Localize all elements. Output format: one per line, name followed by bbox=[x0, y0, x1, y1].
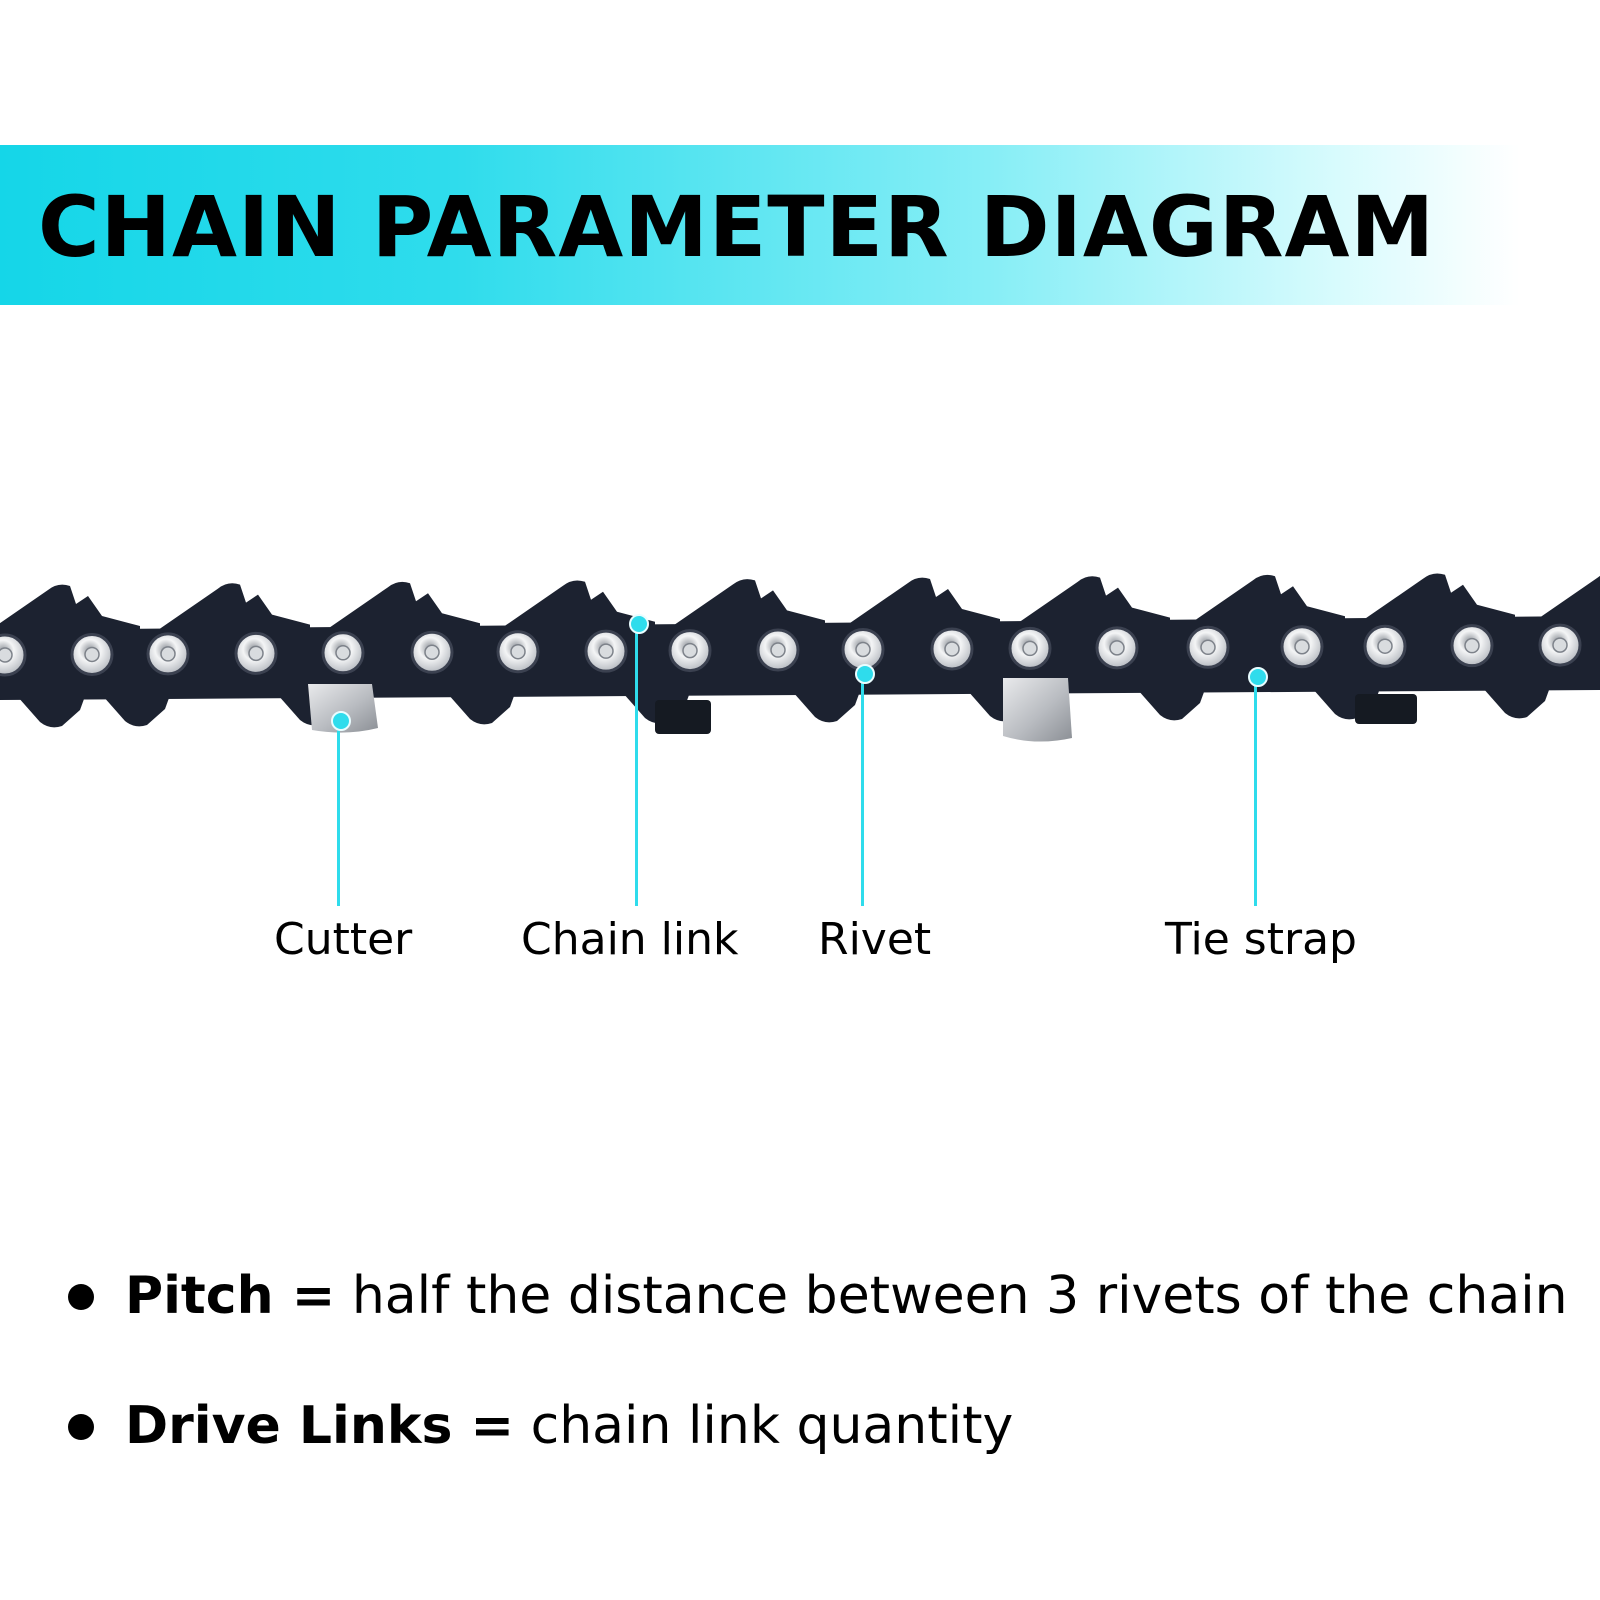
chain-link-callout-line bbox=[635, 622, 638, 906]
chain-tooth bbox=[1365, 573, 1515, 629]
rivet-center bbox=[598, 643, 614, 659]
pitch-definition: Pitch = half the distance between 3 rive… bbox=[125, 1270, 1568, 1322]
chain-teeth bbox=[0, 573, 1600, 640]
chain-tooth bbox=[1195, 574, 1345, 631]
chain-link-callout-dot bbox=[629, 614, 649, 634]
pitch-text: half the distance between 3 rivets of th… bbox=[351, 1266, 1568, 1326]
chain-tooth bbox=[1020, 576, 1170, 632]
saw-chain-illustration bbox=[0, 573, 1600, 742]
rivet-center bbox=[1552, 637, 1568, 653]
rivet-center bbox=[770, 642, 786, 658]
tie-strap-label: Tie strap bbox=[1165, 914, 1357, 965]
rivet-center bbox=[1464, 637, 1480, 654]
chain-link-label: Chain link bbox=[521, 914, 739, 965]
rivet-center bbox=[944, 641, 960, 657]
rivet-center bbox=[1377, 638, 1393, 654]
rivet-center bbox=[682, 642, 698, 659]
rivet-callout-line bbox=[861, 672, 864, 906]
page-title: CHAIN PARAMETER DIAGRAM bbox=[38, 178, 1436, 276]
rivet-center bbox=[248, 645, 264, 662]
rivet-center bbox=[424, 644, 440, 660]
rivet-callout-dot bbox=[855, 664, 875, 684]
pitch-term: Pitch = bbox=[125, 1266, 336, 1326]
rivet-center bbox=[1294, 639, 1310, 655]
chain-tooth bbox=[675, 579, 825, 635]
chain-tooth bbox=[160, 583, 310, 639]
chain-tooth bbox=[330, 581, 480, 638]
rivet-label: Rivet bbox=[818, 914, 932, 965]
drive-links-text: chain link quantity bbox=[530, 1396, 1014, 1456]
rivet-center bbox=[1022, 640, 1038, 657]
rivet-center bbox=[0, 647, 13, 663]
drive-links-definition: Drive Links = chain link quantity bbox=[125, 1400, 1013, 1452]
cutter-tops bbox=[308, 678, 1417, 742]
cutter-callout-dot bbox=[331, 711, 351, 731]
cutter-chrome bbox=[1003, 678, 1072, 742]
rivet-center bbox=[1200, 639, 1216, 656]
rivets bbox=[0, 623, 1582, 677]
tie-strap-callout-dot bbox=[1248, 667, 1268, 687]
bullet-pitch bbox=[68, 1284, 94, 1310]
cutter-dark bbox=[1355, 694, 1417, 724]
cutter-callout-line bbox=[337, 718, 340, 906]
rivet-center bbox=[84, 646, 100, 663]
chain-tooth bbox=[850, 577, 1000, 633]
rivet-center bbox=[335, 645, 351, 661]
tie-strap-callout-line bbox=[1254, 675, 1257, 906]
chain-tooth bbox=[0, 584, 140, 640]
drive-links-term: Drive Links = bbox=[125, 1396, 515, 1456]
rivet-center bbox=[160, 646, 176, 662]
rivet-center bbox=[510, 643, 526, 660]
title-banner: CHAIN PARAMETER DIAGRAM bbox=[0, 145, 1520, 305]
chain-tooth bbox=[505, 580, 655, 636]
rivet-center bbox=[1109, 640, 1125, 656]
cutter-label: Cutter bbox=[274, 914, 413, 965]
bullet-drive-links bbox=[68, 1414, 94, 1440]
chain-tooth bbox=[1540, 575, 1600, 628]
cutter-dark bbox=[655, 700, 711, 734]
rivet-center bbox=[855, 641, 871, 658]
cutter-chrome bbox=[308, 684, 378, 733]
